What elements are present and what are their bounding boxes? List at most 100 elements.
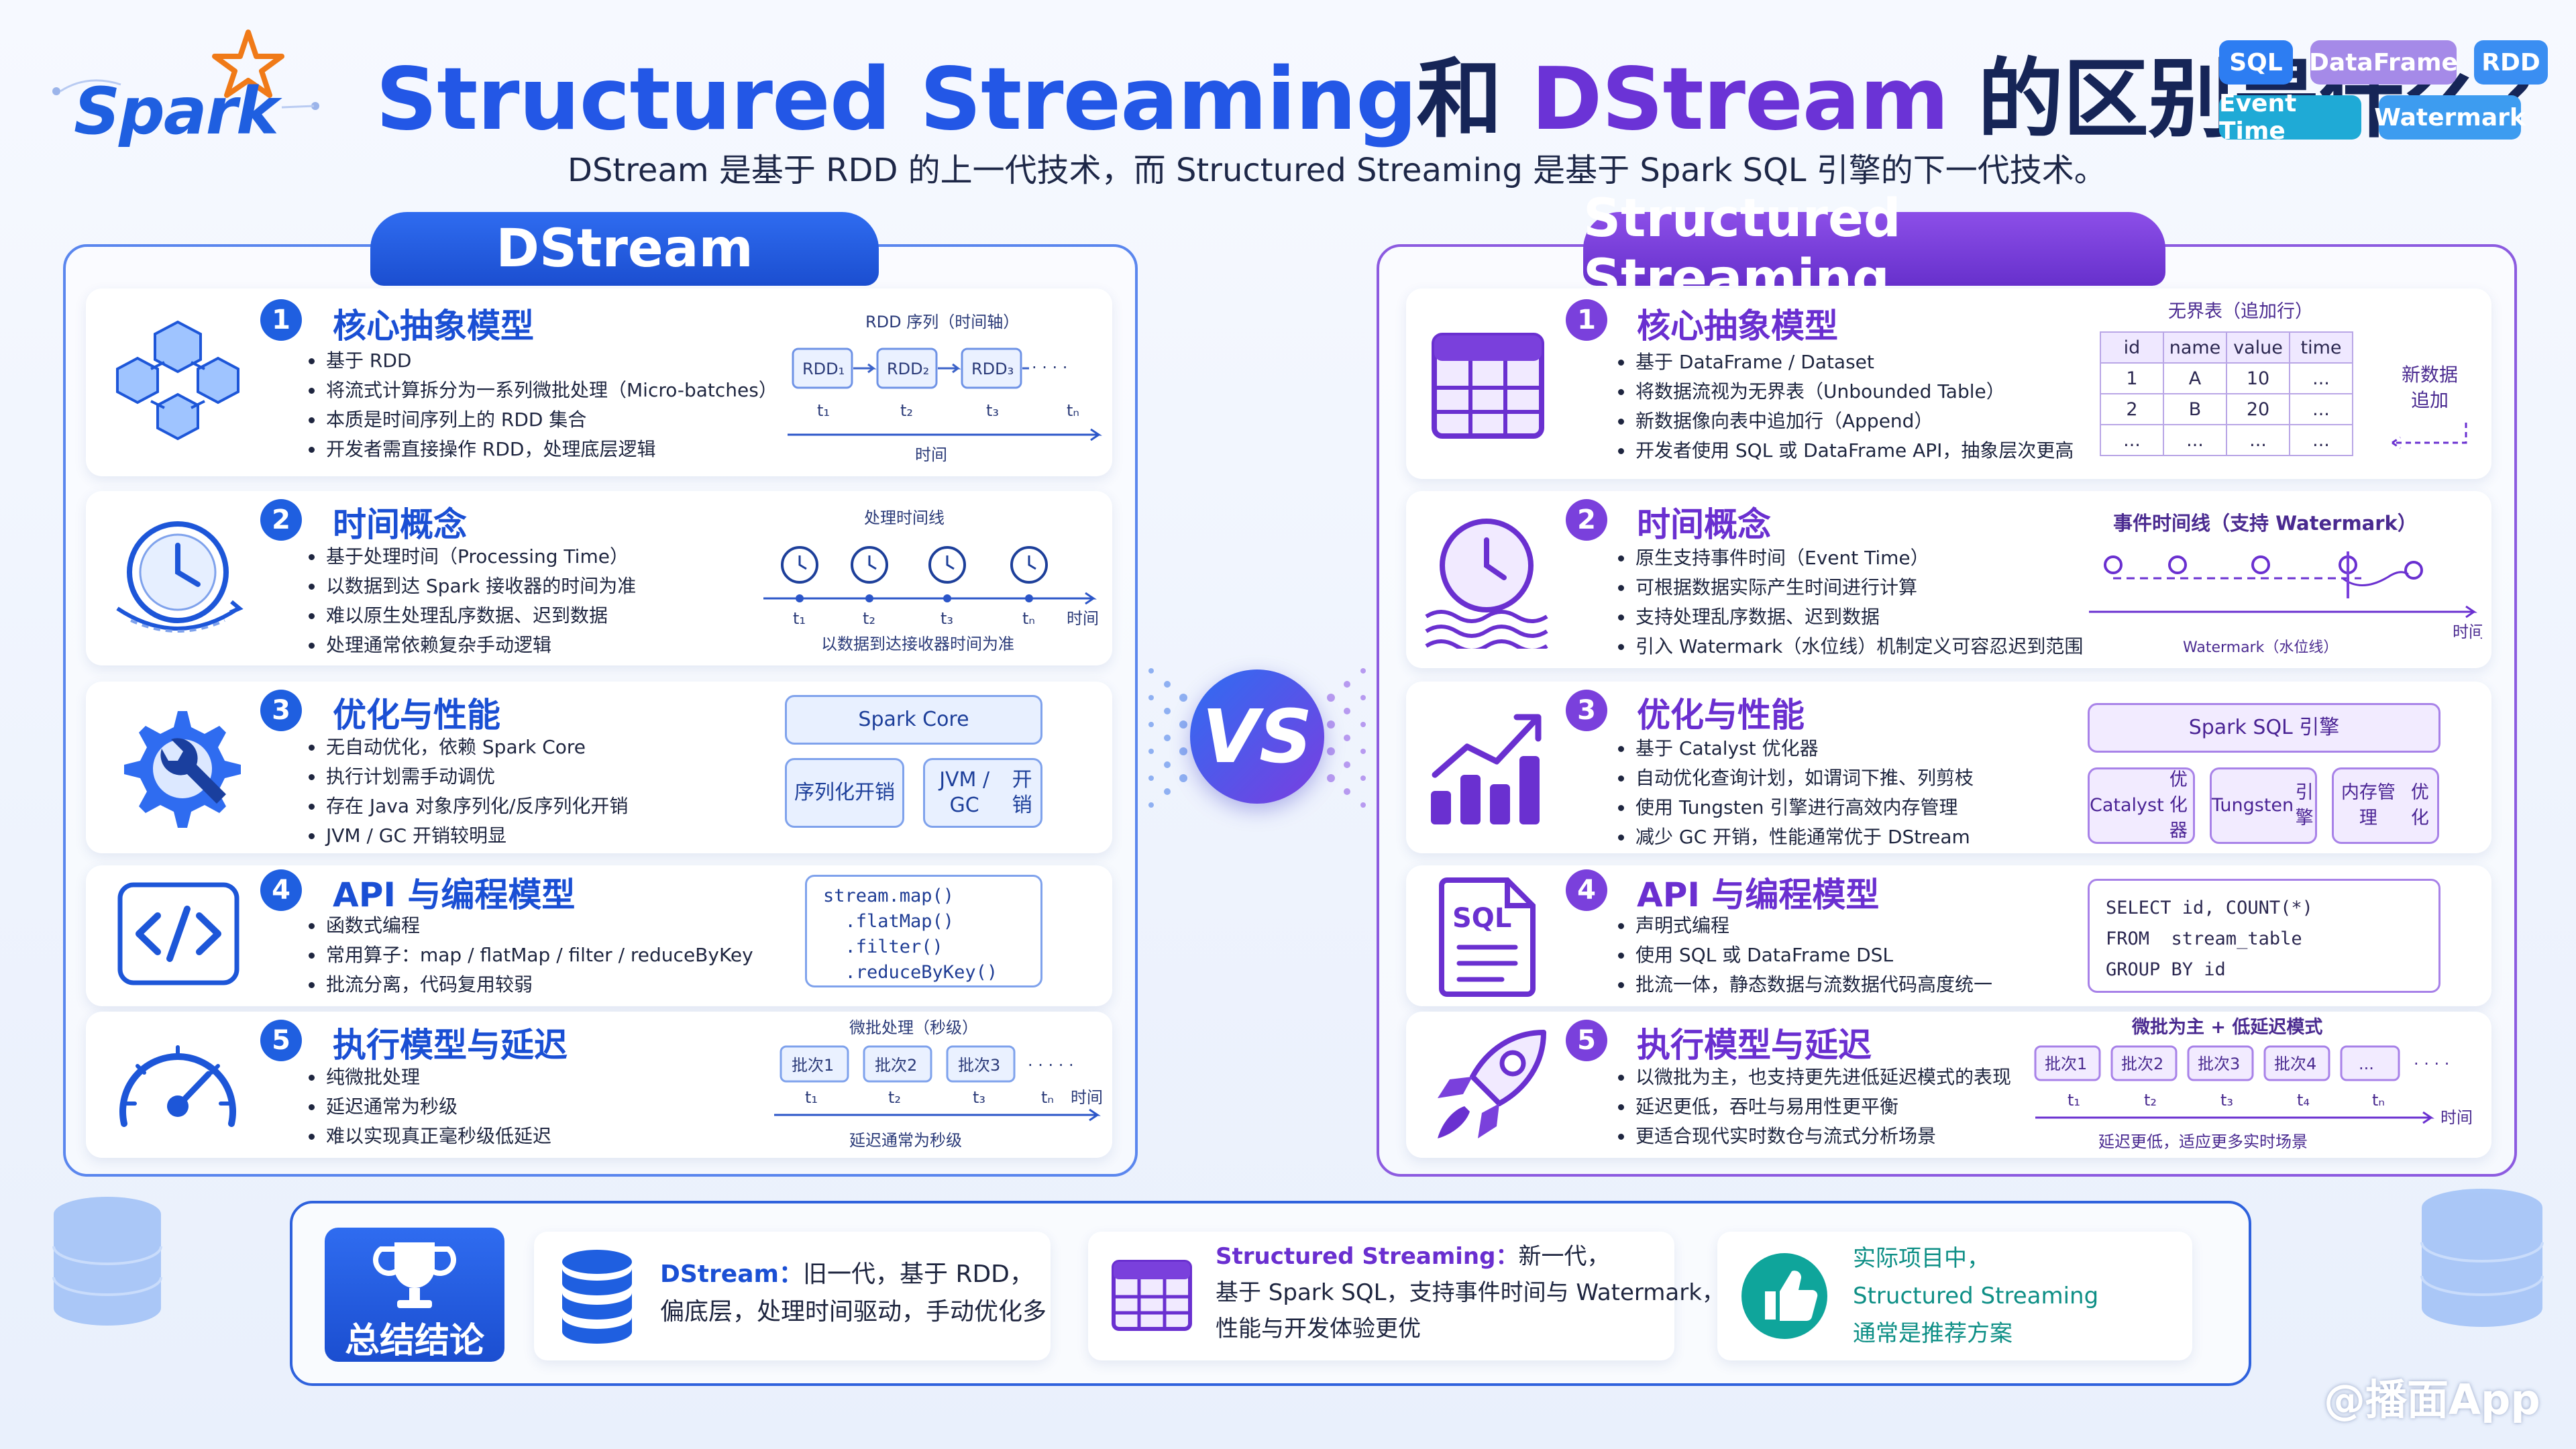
vs-badge: VS [1190,669,1324,804]
tag-watermark: Watermark [2374,95,2526,140]
batch-box: 批次1 [2045,1055,2087,1073]
speedometer-icon [107,1020,248,1154]
tick-label: t₁ [2068,1091,2080,1110]
logo-text: Spark [74,74,279,149]
axis-label: 时间 [2453,623,2482,641]
thumbs-up-icon [1737,1249,1831,1343]
bullet-item: 可根据数据实际产生时间进行计算 [1618,573,2083,602]
tick-label: t₄ [2297,1091,2310,1110]
vs-dots-right [1327,668,1366,808]
card-title: API 与编程模型 [333,875,576,914]
bullet-item: 更适合现代实时数仓与流式分析场景 [1618,1122,2011,1151]
tick-label: tₙ [1022,609,1035,628]
table-header: name [2163,331,2227,364]
vs-dots-left [1148,668,1187,808]
table-icon [1422,318,1554,449]
tick-label: tₙ [1041,1088,1054,1107]
tick-label: t₂ [888,1088,901,1107]
clock-waves-icon [1419,504,1554,652]
bullet-item: JVM / GC 开销较明显 [309,821,628,851]
batch-box: 批次2 [2121,1055,2163,1073]
tick-label: t₁ [817,401,830,420]
bullet-item: 开发者需直接操作 RDD，处理底层逻辑 [309,435,777,464]
bullet-item: 批流一体，静态数据与流数据代码高度统一 [1618,970,1992,1000]
batch-box: 批次4 [2274,1055,2316,1073]
number-badge-4: 4 [260,869,302,911]
table-header: time [2289,331,2353,364]
number-badge-1: 1 [1566,299,1607,341]
tick-label: t₂ [2144,1091,2157,1110]
card-title: 时间概念 [1637,505,1771,544]
bullet-item: 基于 DataFrame / Dataset [1618,347,2074,377]
code-icon [111,873,246,994]
gear-wrench-icon [107,695,248,843]
table-header: value [2226,331,2290,364]
append-note: 新数据追加 [2402,364,2459,411]
database-icon [550,1242,644,1350]
tick-label: tₙ [2372,1091,2385,1110]
rdd-box: RDD₃ [971,360,1014,378]
svg-text:· · · · ·: · · · · · [1028,1056,1074,1075]
bullet-item: 自动优化查询计划，如谓词下推、列剪枝 [1618,763,1974,793]
diagram-note: 延迟更低，适应更多实时场景 [2098,1132,2308,1151]
bullet-item: 新数据像向表中追加行（Append） [1618,407,2074,436]
diagram-caption: 无界表（追加行） [2168,301,2313,322]
axis-label: 时间 [915,445,947,464]
processing-time-diagram: 处理时间线 t₁ t₂ t₃ tₙ 时间 以数据到达接收器时间为准 [763,508,1099,653]
card-title: 核心抽象模型 [1637,307,1838,345]
rdd-box: RDD₁ [802,360,845,378]
dstream-card-execution [86,1012,1112,1158]
card-title: 执行模型与延迟 [1637,1026,1872,1065]
diagram-note: Watermark（水位线） [2183,639,2338,656]
bullet-item: 将流式计算拆分为一系列微批处理（Micro-batches） [309,376,777,405]
tick-label: t₁ [793,609,806,628]
bullet-item: 使用 SQL 或 DataFrame DSL [1618,941,1992,970]
card-title: 执行模型与延迟 [333,1026,568,1065]
bullet-item: 执行计划需手动调优 [309,762,628,792]
spark-sql-engine-box: Spark SQL 引擎 [2088,703,2440,753]
page-subtitle: DStream 是基于 RDD 的上一代技术，而 Structured Stre… [568,152,2106,189]
bullet-item: 将数据流视为无界表（Unbounded Table） [1618,377,2074,407]
tick-label: t₃ [973,1088,985,1107]
number-badge-3: 3 [260,690,302,731]
number-badge-2: 2 [1566,499,1607,541]
low-latency-diagram: 微批为主 + 低延迟模式 批次1 批次2 批次3 批次4 ... · · · ·… [2034,1017,2473,1151]
batch-box: 批次1 [792,1056,834,1075]
card-title: 核心抽象模型 [333,307,534,345]
bullet-item: 纯微批处理 [309,1063,551,1092]
svg-text:SQL: SQL [1452,903,1511,934]
card-title: 时间概念 [333,505,467,544]
table-header: id [2100,331,2164,364]
batch-box: 批次3 [958,1056,1000,1075]
bullet-list: 基于 DataFrame / Dataset 将数据流视为无界表（Unbound… [1618,347,2074,466]
bullet-list: 基于 Catalyst 优化器 自动优化查询计划，如谓词下推、列剪枝 使用 Tu… [1618,734,1974,852]
batch-box: ... [2359,1055,2374,1073]
bullet-list: 函数式编程 常用算子：map / flatMap / filter / redu… [309,911,753,1000]
bullet-item: 声明式编程 [1618,911,1992,941]
bullet-item: 延迟通常为秒级 [309,1092,551,1122]
axis-label: 时间 [2440,1108,2473,1127]
table-icon [1102,1252,1202,1339]
dstream-card-core-model [86,288,1112,476]
number-badge-5: 5 [260,1020,302,1061]
bullet-item: 常用算子：map / flatMap / filter / reduceByKe… [309,941,753,970]
summary-label-badge: 总结结论 [325,1228,504,1362]
bullet-item: 本质是时间序列上的 RDD 集合 [309,405,777,435]
bullet-list: 原生支持事件时间（Event Time） 可根据数据实际产生时间进行计算 支持处… [1618,543,2083,661]
bullet-item: 减少 GC 开销，性能通常优于 DStream [1618,822,1974,852]
decorative-database-icon [2420,1189,2544,1327]
axis-label: 时间 [1071,1088,1103,1107]
spark-core-box: Spark Core [785,695,1042,745]
bullet-item: 以微批为主，也支持更先进低延迟模式的表现 [1618,1063,2011,1092]
bullet-item: 批流分离，代码复用较弱 [309,970,753,1000]
bullet-item: 基于 Catalyst 优化器 [1618,734,1974,763]
star-icon [52,30,319,110]
diagram-note: 以数据到达接收器时间为准 [821,635,1014,653]
